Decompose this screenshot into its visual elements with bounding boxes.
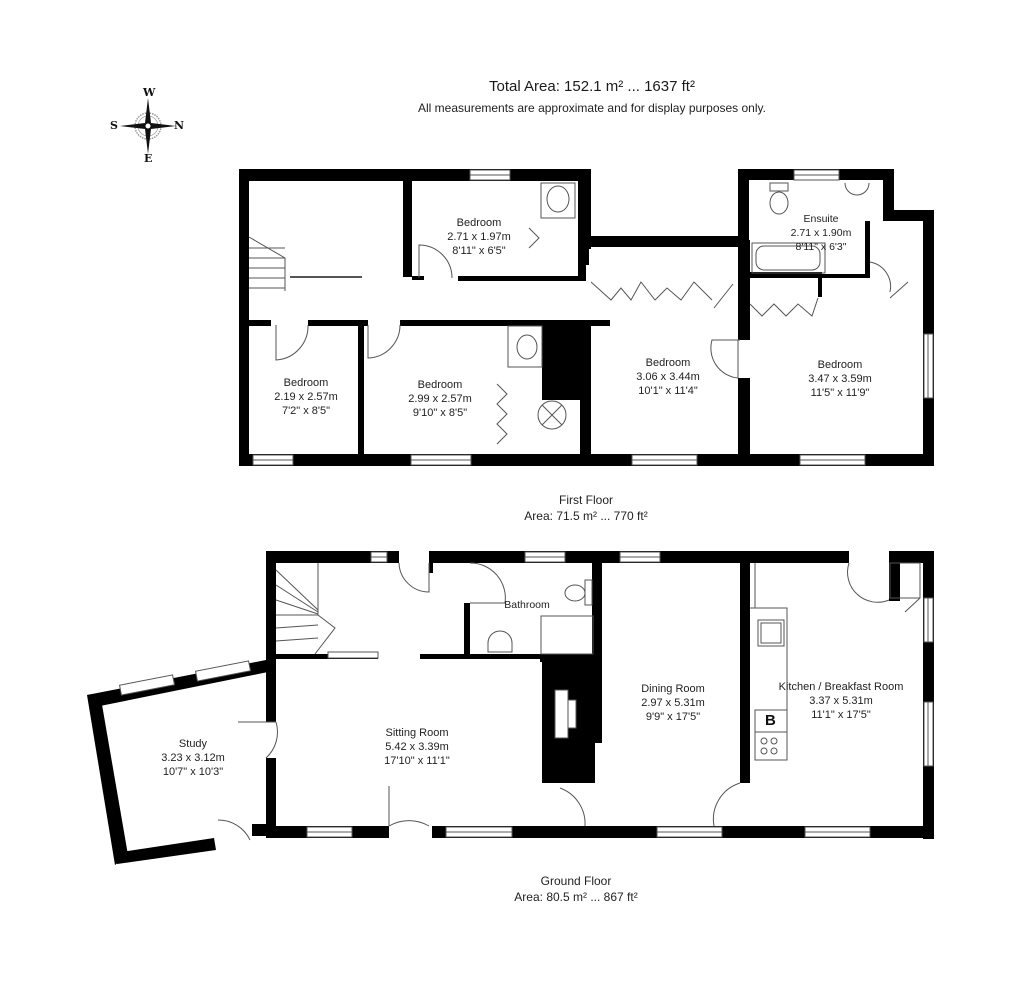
room-label-kitchen: Kitchen / Breakfast Room 3.37 x 5.31m 11… bbox=[778, 681, 904, 721]
room-label-bedroom-left: Bedroom 2.19 x 2.57m 7'2" x 8'5" bbox=[274, 377, 338, 417]
room-label-bedroom-right: Bedroom 3.47 x 3.59m 11'5" x 11'9" bbox=[808, 359, 872, 399]
compass-north: N bbox=[174, 119, 185, 132]
ground-floor-fixtures bbox=[118, 551, 934, 841]
compass-west: W bbox=[143, 86, 156, 99]
compass-east: E bbox=[144, 152, 153, 165]
first-floor-label: First Floor Area: 71.5 m² ... 770 ft² bbox=[524, 493, 648, 523]
compass-south: S bbox=[110, 119, 118, 132]
boiler-label: B bbox=[765, 712, 776, 729]
room-label-dining-room: Dining Room 2.97 x 5.31m 9'9" x 17'5" bbox=[641, 683, 705, 723]
plan-header: Total Area: 152.1 m² ... 1637 ft² All me… bbox=[0, 78, 1020, 115]
ground-floor-label: Ground Floor Area: 80.5 m² ... 867 ft² bbox=[514, 874, 638, 904]
first-floor-fixtures bbox=[248, 169, 934, 466]
room-label-ensuite: Ensuite 2.71 x 1.90m 8'11" x 6'3" bbox=[790, 213, 852, 253]
room-label-bedroom-center: Bedroom 3.06 x 3.44m 10'1" x 11'4" bbox=[636, 357, 700, 397]
room-label-bedroom-top: Bedroom 2.71 x 1.97m 8'11" x 6'5" bbox=[447, 217, 511, 257]
disclaimer: All measurements are approximate and for… bbox=[418, 101, 766, 115]
room-label-bathroom: Bathroom bbox=[504, 599, 550, 611]
compass-rose-icon bbox=[120, 98, 176, 154]
total-area: Total Area: 152.1 m² ... 1637 ft² bbox=[489, 78, 695, 95]
compass: W S N E bbox=[108, 86, 188, 166]
room-label-sitting-room: Sitting Room 5.42 x 3.39m 17'10" x 11'1" bbox=[384, 727, 450, 767]
room-label-study: Study 3.23 x 3.12m 10'7" x 10'3" bbox=[161, 738, 225, 778]
room-label-bedroom-middle: Bedroom 2.99 x 2.57m 9'10" x 8'5" bbox=[408, 379, 472, 419]
